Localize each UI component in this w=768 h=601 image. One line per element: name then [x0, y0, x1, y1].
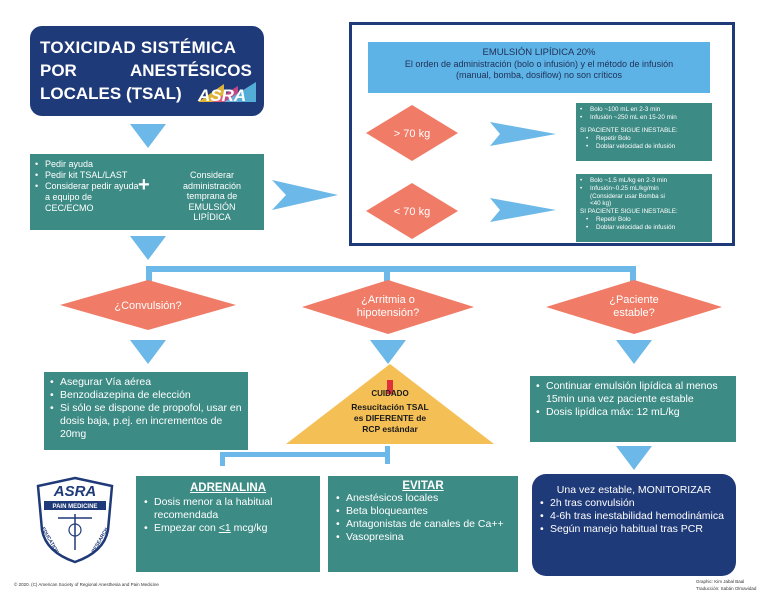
title-box: TOXICIDAD SISTÉMICA POR ANESTÉSICOS LOCA…: [30, 26, 264, 116]
list-item: Bolo ~1.5 mL/kg en 2-3 min: [580, 177, 708, 185]
decision-under-70: < 70 kg: [366, 183, 458, 239]
under-70-dosing-box: Bolo ~1.5 mL/kg en 2-3 min Infusión~0.25…: [576, 174, 712, 242]
list-item: Benzodiazepina de elección: [50, 389, 242, 402]
caution-line-1: CUIDADO: [371, 389, 408, 398]
monitor-box: Una vez estable, MONITORIZAR 2h tras con…: [532, 474, 736, 576]
list-item: Vasopresina: [336, 531, 510, 544]
list-item: Considerar pedir ayuda a equipo de CEC/E…: [35, 181, 143, 214]
decision-under-70-label: < 70 kg: [394, 206, 430, 218]
unstable-label: SI PACIENTE SIGUE INESTABLE:: [580, 127, 678, 134]
footer-translation-credit: Traducción: Sabán Olmavidad: [696, 586, 757, 591]
list-item: Bolo ~100 mL en 2-3 min: [580, 106, 708, 114]
list-item: Dosis lipídica máx: 12 mL/kg: [536, 406, 730, 419]
list-item: Empezar con <1 mcg/kg: [144, 522, 312, 535]
arrow-down-stable: [616, 340, 652, 364]
arrow-down-arrhythmia: [370, 340, 406, 364]
decision-arrhythmia: ¿Arritmia o hipotensión?: [302, 280, 474, 334]
arrow-down-convulsion: [130, 340, 166, 364]
list-item: Pedir kit TSAL/LAST: [35, 170, 143, 181]
list-item: Dosis menor a la habitual recomendada: [144, 496, 312, 522]
list-item: Según manejo habitual tras PCR: [540, 523, 728, 536]
seal-top-text: ASRA: [53, 483, 97, 500]
footer-copyright: © 2020. (C) American Society of Regional…: [14, 582, 159, 587]
adrenaline-title: ADRENALINA: [189, 482, 267, 494]
list-item: Doblar velocidad de infusión: [586, 224, 708, 232]
list-item: Repetir Bolo: [586, 135, 708, 143]
title-line-2b: ANESTÉSICOS: [130, 61, 252, 80]
caution-line-4: RCP estándar: [362, 424, 418, 434]
caution-branch: [220, 446, 390, 466]
list-item: Infusión~0.25 mL/kg/min: [580, 185, 708, 193]
decision-over-70-label: > 70 kg: [394, 128, 430, 140]
over-70-dosing-box: Bolo ~100 mL en 2-3 min Infusión ~250 mL…: [576, 103, 712, 161]
note-line: (Considerar usar Bomba si: [590, 192, 665, 200]
arrow-right-under-70: [490, 198, 556, 222]
seizure-management-box: Asegurar Vía aérea Benzodiazepina de ele…: [44, 372, 248, 450]
continue-lipid-box: Continuar emulsión lipídica al menos 15m…: [530, 376, 736, 442]
footer-graphic-credit: Graphic: Kim Jabal Baal: [696, 579, 745, 584]
list-item: 2h tras convulsión: [540, 497, 728, 510]
list-item: Antagonistas de canales de Ca++: [336, 518, 510, 531]
lipid-header-title: EMULSIÓN LIPÍDICA 20%: [482, 47, 596, 58]
lipid-header: EMULSIÓN LIPÍDICA 20% El orden de admini…: [368, 42, 710, 93]
list-item: Si sólo se dispone de propofol, usar en …: [50, 402, 242, 441]
decision-arrhythmia-line1: ¿Arritmia o: [361, 294, 415, 306]
caution-line-2: Resucitación TSAL: [351, 402, 428, 412]
seal-banner-text: PAIN MEDICINE: [53, 504, 98, 510]
asra-logo: ASRA: [197, 82, 256, 105]
decision-arrhythmia-line2: hipotensión?: [357, 307, 419, 319]
list-item: Continuar emulsión lipídica al menos 15m…: [536, 380, 730, 406]
arrow-right-to-lipid: [272, 180, 338, 210]
consider-lipid-text: Considerar administración temprana de EM…: [182, 170, 242, 222]
list-item: Pedir ayuda: [35, 159, 143, 170]
exclamation-mark: [387, 380, 393, 394]
asra-logo-text: ASRA: [197, 86, 246, 105]
title-line-3: LOCALES (TSAL): [40, 84, 182, 103]
title-line-2a: POR: [40, 61, 77, 80]
lipid-panel: EMULSIÓN LIPÍDICA 20% El orden de admini…: [349, 22, 735, 246]
asra-seal-logo: ASRA PAIN MEDICINE EDUCATION RESEARCH: [36, 476, 114, 564]
unstable-label: SI PACIENTE SIGUE INESTABLE:: [580, 208, 678, 216]
adrenaline-box: ADRENALINA Dosis menor a la habitual rec…: [136, 476, 320, 572]
caution-triangle: CUIDADO Resucitación TSAL es DIFERENTE d…: [286, 364, 494, 444]
list-item: Beta bloqueantes: [336, 505, 510, 518]
list-item: 4-6h tras inestabilidad hemodinámica: [540, 510, 728, 523]
list-item: Anestésicos locales: [336, 492, 510, 505]
branch-connector: [146, 266, 636, 282]
avoid-box: EVITAR Anestésicos locales Beta bloquean…: [328, 476, 518, 572]
decision-stable: ¿Paciente estable?: [546, 280, 722, 334]
decision-stable-line1: ¿Paciente: [609, 294, 659, 306]
avoid-title: EVITAR: [402, 480, 444, 492]
initial-steps-list: Pedir ayuda Pedir kit TSAL/LAST Consider…: [35, 159, 143, 214]
decision-convulsion-label: ¿Convulsión?: [114, 300, 181, 312]
note-line: <40 kg): [590, 200, 612, 208]
title-line-1: TOXICIDAD SISTÉMICA: [40, 38, 237, 57]
decision-convulsion: ¿Convulsión?: [60, 280, 236, 330]
arrow-right-over-70: [490, 122, 556, 146]
arrow-down-2: [130, 236, 166, 260]
list-item: Infusión ~250 mL en 15-20 min: [580, 114, 708, 122]
initial-steps-box: Pedir ayuda Pedir kit TSAL/LAST Consider…: [30, 154, 264, 230]
monitor-title: Una vez estable, MONITORIZAR: [556, 484, 712, 496]
lipid-header-body-2: (manual, bomba, dosiflow) no son crítico…: [455, 70, 623, 80]
list-item: Doblar velocidad de infusión: [586, 143, 708, 151]
decision-stable-line2: estable?: [613, 307, 655, 319]
decision-over-70: > 70 kg: [366, 105, 458, 161]
plus-sign: +: [138, 174, 150, 196]
list-item: Repetir Bolo: [586, 216, 708, 224]
lipid-header-body-1: El orden de administración (bolo o infus…: [404, 58, 674, 69]
list-item: Asegurar Vía aérea: [50, 376, 242, 389]
caution-line-3: es DIFERENTE de: [354, 413, 427, 423]
arrow-down-1: [130, 124, 166, 148]
arrow-down-continue: [616, 446, 652, 470]
